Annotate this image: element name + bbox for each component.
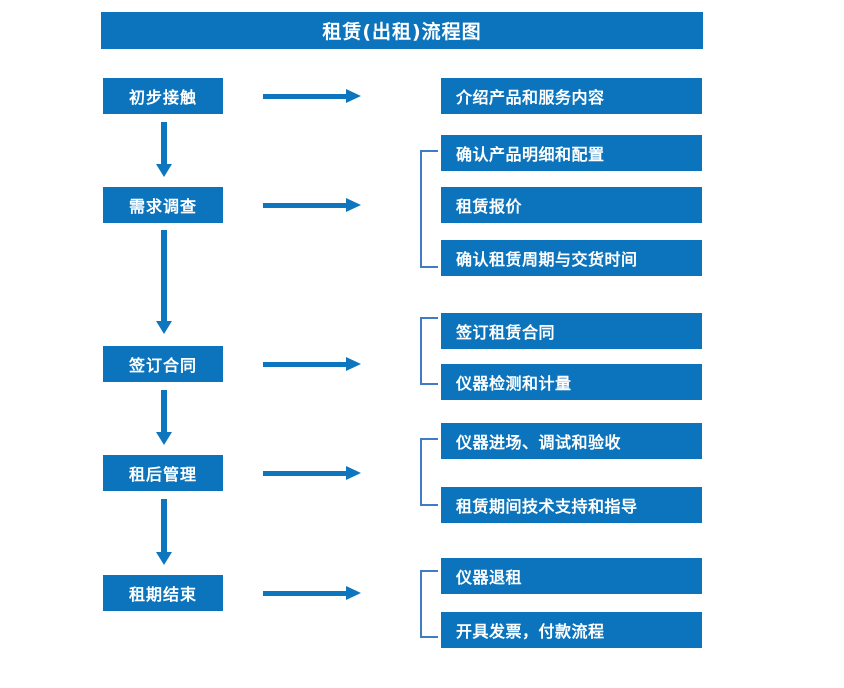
- arrow-head-down-icon: [156, 552, 172, 565]
- arrow-head-right-icon: [346, 89, 361, 103]
- arrow-head-down-icon: [156, 321, 172, 334]
- detail-box-2[interactable]: 确认产品明细和配置: [441, 135, 702, 171]
- stage-label: 签订合同: [128, 356, 197, 375]
- horizontal-arrow-stage-3: [263, 357, 361, 371]
- bracket-tick-top: [420, 438, 438, 440]
- bracket-tick-top: [420, 317, 438, 319]
- detail-box-10[interactable]: 开具发票，付款流程: [441, 612, 702, 648]
- arrow-head-down-icon: [156, 432, 172, 445]
- arrow-shaft: [263, 471, 347, 476]
- group-bracket-rental-end: [420, 570, 438, 638]
- vertical-arrow-3-to-4: [156, 390, 172, 445]
- bracket-tick-bottom: [420, 383, 438, 385]
- arrow-head-right-icon: [346, 198, 361, 212]
- stage-label: 初步接触: [128, 88, 197, 107]
- bracket-tick-bottom: [420, 504, 438, 506]
- detail-label: 介绍产品和服务内容: [456, 88, 605, 107]
- bracket-spine: [420, 570, 422, 638]
- stage-label: 租期结束: [128, 585, 197, 604]
- detail-label: 仪器检测和计量: [456, 374, 572, 393]
- stage-box-5[interactable]: 租期结束: [103, 575, 223, 611]
- detail-box-5[interactable]: 签订租赁合同: [441, 313, 702, 349]
- page-title: 租赁(出租)流程图: [322, 21, 482, 43]
- group-bracket-needs-survey: [420, 150, 438, 268]
- detail-label: 租赁报价: [456, 197, 523, 216]
- arrow-head-right-icon: [346, 357, 361, 371]
- detail-box-6[interactable]: 仪器检测和计量: [441, 364, 702, 400]
- detail-box-1[interactable]: 介绍产品和服务内容: [441, 78, 702, 114]
- detail-box-8[interactable]: 租赁期间技术支持和指导: [441, 487, 702, 523]
- detail-box-3[interactable]: 租赁报价: [441, 187, 702, 223]
- horizontal-arrow-stage-2: [263, 198, 361, 212]
- arrow-shaft: [161, 230, 167, 321]
- detail-box-9[interactable]: 仪器退租: [441, 558, 702, 594]
- detail-label: 仪器退租: [456, 568, 523, 587]
- arrow-shaft: [161, 499, 167, 552]
- stage-box-4[interactable]: 租后管理: [103, 455, 223, 491]
- arrow-shaft: [161, 122, 167, 164]
- detail-label: 开具发票，付款流程: [456, 622, 605, 641]
- diagram-title-bar: 租赁(出租)流程图: [101, 12, 703, 49]
- arrow-shaft: [263, 591, 347, 596]
- arrow-head-right-icon: [346, 466, 361, 480]
- horizontal-arrow-stage-4: [263, 466, 361, 480]
- horizontal-arrow-stage-1: [263, 89, 361, 103]
- stage-label: 租后管理: [128, 465, 197, 484]
- bracket-spine: [420, 438, 422, 506]
- arrow-shaft: [263, 203, 347, 208]
- vertical-arrow-1-to-2: [156, 122, 172, 177]
- detail-label: 仪器进场、调试和验收: [456, 433, 622, 452]
- group-bracket-post-rental: [420, 438, 438, 506]
- bracket-tick-bottom: [420, 636, 438, 638]
- detail-label: 租赁期间技术支持和指导: [456, 497, 638, 516]
- arrow-shaft: [161, 390, 167, 432]
- detail-label: 签订租赁合同: [456, 323, 556, 342]
- vertical-arrow-4-to-5: [156, 499, 172, 565]
- detail-box-4[interactable]: 确认租赁周期与交货时间: [441, 240, 702, 276]
- vertical-arrow-2-to-3: [156, 230, 172, 334]
- bracket-tick-bottom: [420, 266, 438, 268]
- bracket-spine: [420, 317, 422, 385]
- bracket-tick-top: [420, 150, 438, 152]
- stage-box-1[interactable]: 初步接触: [103, 78, 223, 114]
- group-bracket-contract: [420, 317, 438, 385]
- detail-label: 确认产品明细和配置: [456, 145, 605, 164]
- arrow-shaft: [263, 362, 347, 367]
- stage-box-3[interactable]: 签订合同: [103, 346, 223, 382]
- horizontal-arrow-stage-5: [263, 586, 361, 600]
- detail-box-7[interactable]: 仪器进场、调试和验收: [441, 423, 702, 459]
- detail-label: 确认租赁周期与交货时间: [456, 250, 638, 269]
- arrow-shaft: [263, 94, 347, 99]
- stage-label: 需求调查: [128, 197, 197, 216]
- arrow-head-right-icon: [346, 586, 361, 600]
- bracket-spine: [420, 150, 422, 268]
- stage-box-2[interactable]: 需求调查: [103, 187, 223, 223]
- arrow-head-down-icon: [156, 164, 172, 177]
- bracket-tick-top: [420, 570, 438, 572]
